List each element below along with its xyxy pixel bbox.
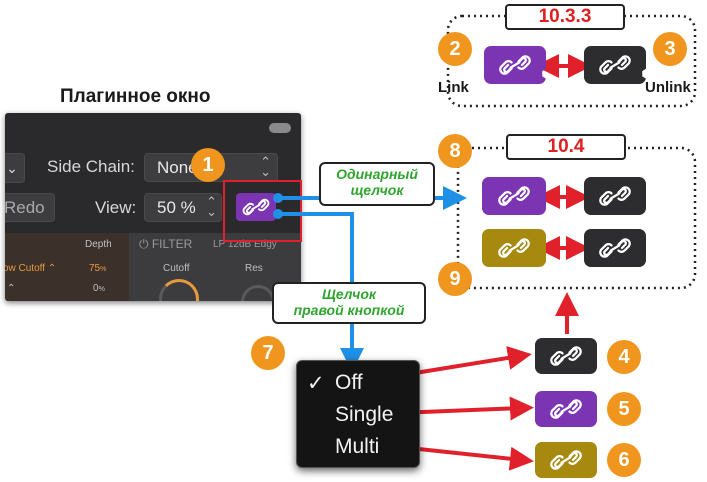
depth-label: Depth [85, 239, 112, 250]
plugin-window-title: Плагинное окно [60, 86, 211, 107]
menu-item-off[interactable]: Off [335, 371, 363, 394]
arrow-dot [273, 209, 283, 219]
badge-4: 4 [607, 340, 641, 374]
cutoff-mod-label: ow Cutoff [5, 263, 46, 274]
unlink-label: Unlink [645, 79, 691, 96]
link-icon [548, 343, 584, 369]
badge-6: 6 [607, 443, 641, 477]
single-click-line2: щелчок [350, 182, 404, 198]
checkmark-icon: ✓ [307, 372, 325, 395]
badge-3: 3 [653, 32, 687, 66]
context-menu: ✓ Off Single Multi [296, 360, 420, 468]
depth-unit: % [98, 286, 105, 293]
res-label: Res [245, 263, 263, 274]
link-icon [497, 52, 533, 78]
link-icon [597, 52, 633, 78]
single-click-line1: Одинарный [336, 166, 418, 182]
single-link-button[interactable] [482, 177, 546, 215]
link-button[interactable] [236, 193, 276, 221]
multi-state-button[interactable] [535, 442, 597, 478]
link-icon [496, 183, 532, 209]
menu-item-multi[interactable]: Multi [335, 435, 380, 458]
redo-label: Redo [5, 198, 45, 217]
side-chain-value: None [157, 158, 198, 177]
version-10-3-3: 10.3.3 [505, 4, 625, 30]
version-10-4: 10.4 [506, 134, 626, 160]
link-icon [496, 235, 532, 261]
stepper-icon: ⌃⌄ [260, 154, 271, 179]
link-icon [548, 396, 584, 422]
frame-10-4 [456, 146, 697, 290]
depth-value-1[interactable]: 75 [89, 263, 101, 274]
menu-item-single[interactable]: Single [335, 403, 394, 426]
depth-value-2[interactable]: 0 [93, 283, 99, 294]
link-icon [597, 183, 633, 209]
link-button-10-3-3[interactable] [484, 46, 546, 84]
depth-unit: % [100, 266, 107, 273]
filter-header[interactable]: ⏻ FILTER [139, 237, 192, 252]
view-value: 50 % [157, 198, 196, 217]
right-click-line2: правой кнопкой [293, 302, 405, 318]
highlight-frame [223, 180, 302, 242]
link-icon [548, 447, 584, 473]
link-label: Link [438, 79, 469, 96]
multi-link-button[interactable] [482, 229, 546, 267]
link-icon [597, 235, 633, 261]
stepper-icon: ⌃⌄ [206, 194, 217, 219]
badge-8: 8 [438, 134, 472, 168]
arrow-dot [273, 193, 283, 203]
view-label: View: [95, 198, 137, 217]
power-icon[interactable]: ⏻ [139, 237, 149, 251]
badge-1: 1 [191, 148, 225, 182]
single-click-callout: Одинарный щелчок [319, 162, 435, 206]
single-state-button[interactable] [535, 391, 597, 427]
badge-7: 7 [251, 336, 285, 370]
dropdown-chevron-icon[interactable]: ⌄ [5, 153, 25, 183]
redo-button[interactable]: Redo [5, 193, 55, 222]
right-click-callout: Щелчок правой кнопкой [272, 282, 426, 324]
cutoff-label: Cutoff [163, 263, 190, 274]
window-pill[interactable] [269, 123, 291, 133]
side-chain-label: Side Chain: [47, 157, 135, 176]
badge-9: 9 [438, 262, 472, 296]
cutoff-mod-select[interactable]: ow Cutoff ⌃ [5, 263, 57, 274]
filter-label: FILTER [151, 237, 193, 251]
off-link-button[interactable] [584, 229, 646, 267]
unlink-button-10-3-3[interactable] [584, 46, 646, 84]
right-click-line1: Щелчок [322, 286, 376, 302]
filter-type[interactable]: LP 12dB Edgy [213, 239, 277, 250]
off-link-button[interactable] [584, 177, 646, 215]
view-select[interactable]: 50 % ⌃⌄ [144, 193, 222, 222]
badge-5: 5 [607, 392, 641, 426]
off-state-button[interactable] [535, 338, 597, 374]
badge-2: 2 [438, 32, 472, 66]
stepper-icon[interactable]: ⌃ [7, 283, 16, 294]
